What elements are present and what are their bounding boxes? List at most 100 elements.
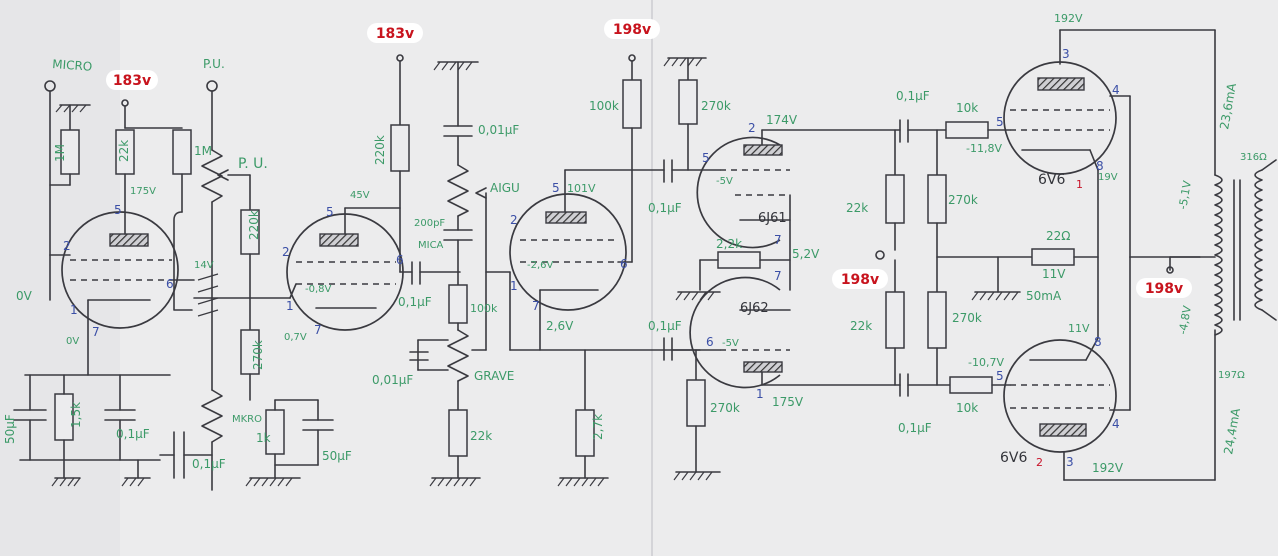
label-197-ohm: 197Ω [1218,370,1245,381]
label-220k-b: 220k [373,135,387,165]
label-14v: 14V [194,260,214,271]
pin-number: 1 [510,279,518,293]
label-6v6-2: 6V6 [1000,450,1027,466]
label-minus5v-b: -5V [722,338,739,349]
label-minus107v: -10,7V [968,356,1004,369]
label-6j62: 6J62 [740,301,769,316]
resistor-1m-b [172,129,192,175]
label-0v-a: 0V [16,289,33,303]
pin-number: 7 [92,325,100,339]
pu-potentiometer [201,149,223,203]
label-270k-b: 270k [701,99,731,113]
resistor-22k-d [885,291,905,349]
output-stage [1003,29,1216,481]
pin-numbers: 5 2 6 1 7 5 2 1 6 7 5 2 6 1 7 2 5 7 7 6 … [63,47,1120,469]
label-50ma: 50mA [1026,289,1062,303]
label-mkro: MKRO [232,414,262,425]
tube-6v6-1 [1003,61,1117,175]
label-001uf-b: 0,01µF [372,373,413,387]
label-01uf-e: 0,1µF [648,319,682,333]
tube-3 [509,193,627,311]
label-mica: MICA [418,240,444,251]
pin-number: 1 [286,299,294,313]
label-0v-b: 0V [66,336,79,347]
label-01uf-f: 0,1µF [896,89,930,103]
label-192v-b: 192V [1092,461,1124,475]
label-01uf-c: 0,1µF [398,295,432,309]
pin-number: 5 [996,369,1004,383]
pin-number: 5 [702,151,710,165]
resistor-22k-b [448,409,468,457]
label-1m-a: 1M [53,144,67,162]
pin-number: 2 [282,245,290,259]
stage-2 [286,54,461,331]
label-22-ohm: 22Ω [1046,229,1070,243]
label-19v: 19V [1098,172,1118,183]
label-001uf: 0,01µF [478,123,519,137]
label-01uf-d: 0,1µF [648,201,682,215]
label-minus08v: -0,8V [305,284,332,295]
voltage-badge-198v-b: 198v [832,269,888,289]
grave-potentiometer [447,329,469,382]
component-labels: MICRO P.U. P. U. 1M 22k 1M 175V 14V 220k… [3,12,1267,475]
label-26v: 2,6V [546,319,574,333]
voltage-badge-183v-b: 183v [367,23,423,43]
resistor-22k-c [885,174,905,224]
pin-number: 6 [166,277,174,291]
label-minus118v: -11,8V [966,142,1002,155]
label-2k2: 2,2k [716,237,742,251]
voltage-badge-text: 198v [1145,281,1183,297]
label-grave: GRAVE [474,369,514,383]
label-270k-a: 270k [251,340,265,370]
pin-number: 8 [1094,335,1102,349]
label-45v: 45V [350,190,370,201]
label-10k-b: 10k [956,401,978,415]
label-1k5: 1,5k [69,402,83,428]
label-52v: 5,2V [792,247,820,261]
voltage-badge-text: 183v [113,73,151,89]
pin-number: 2 [63,239,71,253]
label-2k7: 2,7k [591,414,605,440]
pin-number: 7 [774,269,782,283]
label-100k-a: 100k [470,302,498,315]
pin-number: 1 [70,303,78,317]
pin-number: 5 [326,205,334,219]
label-10k-a: 10k [956,101,978,115]
label-270k-c: 270k [710,401,740,415]
label-200pf: 200pF [414,218,445,229]
voltage-badges: 183v 183v 198v 198v 198v [106,19,1192,298]
stage-micro [13,80,195,487]
label-minus48v: -4,8V [1176,304,1194,335]
pin-number: 6 [706,335,714,349]
label-pu-top: P.U. [203,57,225,71]
label-22k-b: 22k [470,429,492,443]
pin-number: 5 [996,115,1004,129]
label-11v-a: 11V [1042,267,1066,281]
coupling-network [875,119,1099,397]
label-minus51v: -5,1V [1176,179,1194,210]
label-01uf-a: 0,1µF [116,427,150,441]
pin-number: 5 [114,203,122,217]
stage-pu [159,80,334,491]
aigu-potentiometer [447,164,469,217]
resistor-22-ohm [1031,248,1075,266]
pin-number: 2 [510,213,518,227]
label-6j61: 6J61 [758,211,787,226]
pin-number: 3 [1066,455,1074,469]
resistor-10k-a [945,121,989,139]
voltage-badge-text: 198v [841,272,879,288]
label-270k-d: 270k [948,193,978,207]
label-175v-b: 175V [772,395,804,409]
label-270k-e: 270k [952,311,982,325]
label-316-ohm: 316Ω [1240,152,1267,163]
tube-1 [61,211,179,329]
label-1m-b: 1M [194,144,212,158]
label-minus26v: -2,6V [527,260,554,271]
label-01uf-b: 0,1µF [192,457,226,471]
label-1k: 1k [256,431,271,445]
label-50uf-b: 50µF [322,449,352,463]
resistor-100k-b [622,79,642,129]
label-175v: 175V [130,186,156,197]
pin-number: 3 [1062,47,1070,61]
